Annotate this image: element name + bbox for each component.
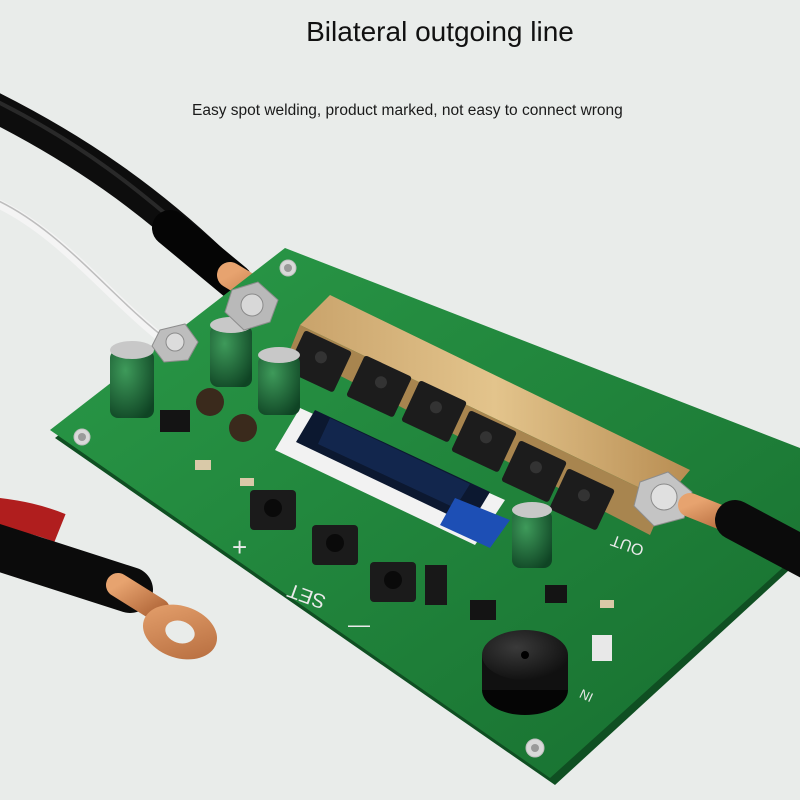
input-label: IN: [577, 686, 595, 705]
capacitor: [110, 341, 154, 418]
output-cable: [678, 493, 800, 578]
terminal-screws: [151, 281, 693, 527]
capacitors: [110, 317, 552, 568]
mosfet-row: [286, 330, 615, 530]
plus-label: +: [232, 532, 247, 562]
page-subtitle: Easy spot welding, product marked, not e…: [192, 102, 623, 119]
oled-display: [275, 408, 510, 548]
plus-button: [250, 490, 296, 530]
red-welding-cable: [0, 498, 218, 660]
inductors: [196, 388, 257, 442]
capacitor: [258, 347, 300, 415]
set-button: [312, 525, 358, 565]
minus-button: [370, 562, 416, 602]
smd-parts: [160, 410, 614, 661]
push-buttons: [250, 490, 416, 602]
black-welding-cable: [0, 93, 293, 318]
minus-label: —: [348, 612, 370, 637]
capacitor: [512, 502, 552, 568]
buzzer: [482, 630, 568, 715]
white-wire: [0, 199, 175, 350]
